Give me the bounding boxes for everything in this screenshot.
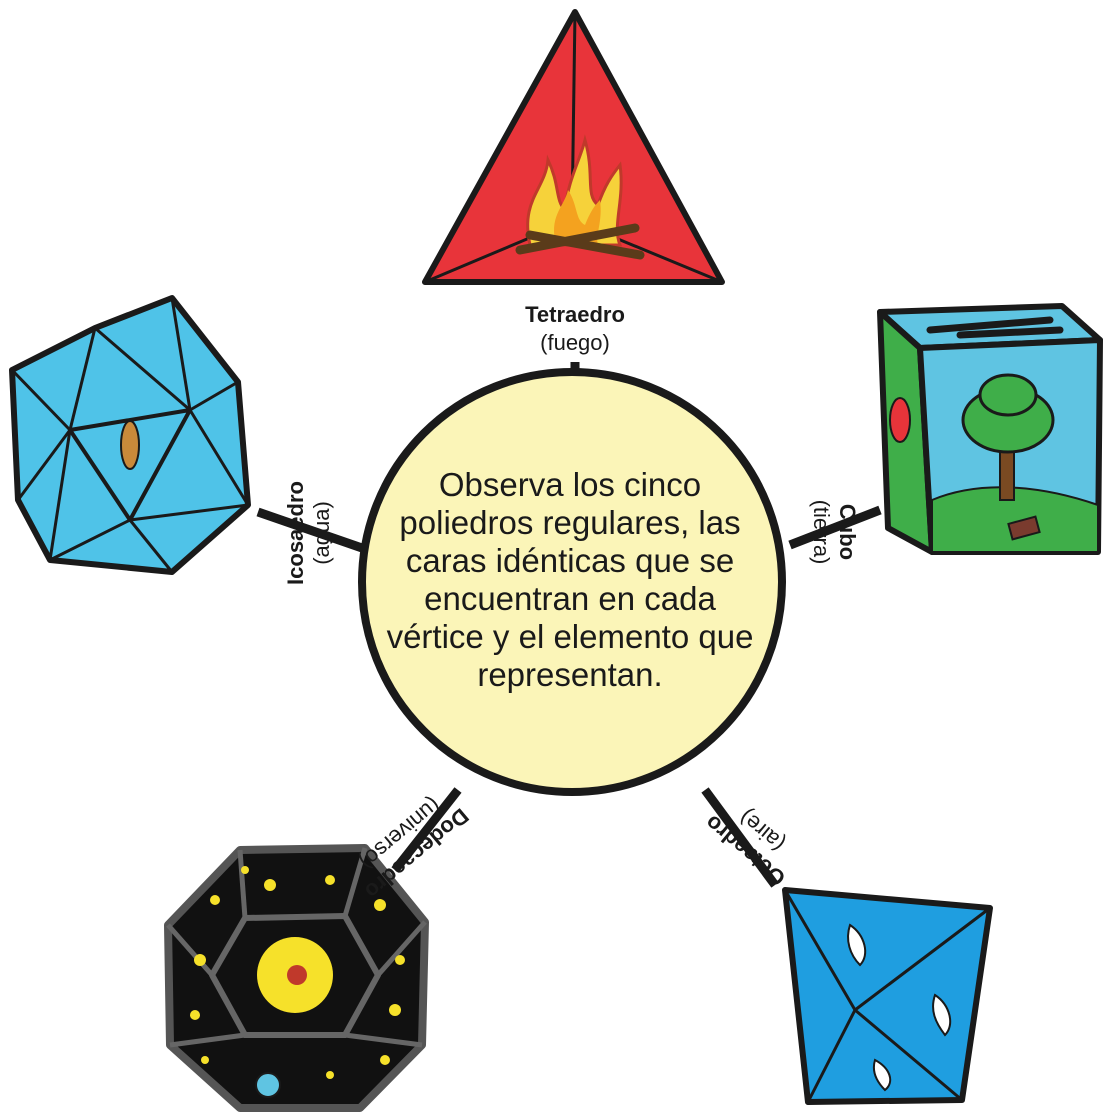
element-tetraedro: (fuego) bbox=[540, 330, 610, 355]
octahedron-illustration bbox=[785, 890, 990, 1102]
cube-illustration bbox=[880, 306, 1100, 552]
center-text: Observa los cinco poliedros regulares, l… bbox=[380, 440, 760, 720]
name-cubo: Cubo bbox=[835, 504, 860, 560]
tetrahedron-illustration bbox=[425, 12, 722, 282]
name-icosaedro: Icosaedro bbox=[283, 481, 308, 585]
element-cubo: (tierra) bbox=[809, 500, 834, 565]
name-tetraedro: Tetraedro bbox=[525, 302, 625, 327]
earth-icon bbox=[256, 1073, 280, 1097]
carrot-icon bbox=[890, 398, 910, 442]
caption-icosaedro: Icosaedro (agua) bbox=[283, 481, 334, 585]
caption-tetraedro: Tetraedro (fuego) bbox=[525, 302, 625, 355]
icosahedron-illustration bbox=[12, 298, 248, 572]
element-icosaedro: (agua) bbox=[309, 501, 334, 565]
caption-cubo: Cubo (tierra) bbox=[809, 500, 860, 565]
connector-cubo bbox=[790, 510, 880, 545]
seahorse-icon bbox=[121, 421, 139, 469]
sun-icon bbox=[257, 937, 333, 1013]
